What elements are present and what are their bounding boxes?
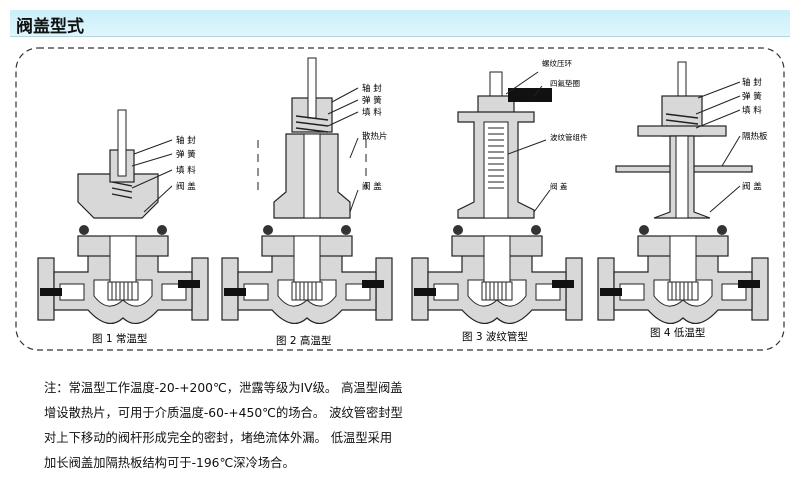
fig4-label-shaft-seal: 轴 封 — [742, 77, 762, 88]
fig3-label-bonnet: 阀 盖 — [550, 181, 568, 191]
fig4-label-insulation-plate: 隔热板 — [742, 131, 768, 142]
fig3-caption: 图 3 波纹管型 — [462, 330, 528, 343]
section-title-bar: 阀盖型式 — [10, 10, 790, 37]
fig2-label-spring: 弹 簧 — [362, 95, 382, 106]
figure-2-high-temp: 轴 封 弹 簧 填 料 散热片 阀 盖 图 2 高温型 — [221, 57, 393, 347]
fig3-label-thread-ring: 螺纹压环 — [542, 58, 572, 68]
fig1-caption: 图 1 常温型 — [92, 332, 147, 345]
valve-bonnet-diagram: 轴 封 弹 簧 填 料 阀 盖 图 1 常温型 轴 封 弹 簧 填 料 散热片 … — [15, 47, 785, 351]
fig2-caption: 图 2 高温型 — [276, 334, 331, 347]
fig4-label-packing: 填 料 — [742, 105, 762, 116]
note-text: 注：常温型工作温度-20-+200℃，泄露等级为IV级。 高温型阀盖 增设散热片… — [44, 376, 474, 476]
fig1-label-packing: 填 料 — [176, 165, 196, 176]
figure-3-bellows: 螺纹压环 四氟垫圈 波纹管组件 阀 盖 图 3 波纹管型 — [411, 58, 588, 343]
figure-1-normal-temp: 轴 封 弹 簧 填 料 阀 盖 图 1 常温型 — [37, 109, 209, 345]
fig2-label-shaft-seal: 轴 封 — [362, 83, 382, 94]
fig3-label-ptfe-washer: 四氟垫圈 — [550, 78, 580, 88]
fig1-label-spring: 弹 簧 — [176, 149, 196, 160]
section-title: 阀盖型式 — [16, 17, 84, 37]
figure-4-low-temp: 轴 封 弹 簧 填 料 隔热板 阀 盖 图 4 低温型 — [597, 61, 769, 339]
note-line-1: 注：常温型工作温度-20-+200℃，泄露等级为IV级。 高温型阀盖 — [44, 381, 403, 395]
fig4-label-bonnet: 阀 盖 — [742, 181, 762, 192]
note-line-2: 增设散热片，可用于介质温度-60-+450℃的场合。 波纹管密封型 — [44, 406, 403, 420]
diagram-frame: 轴 封 弹 簧 填 料 阀 盖 图 1 常温型 轴 封 弹 簧 填 料 散热片 … — [10, 42, 790, 355]
fig2-label-packing: 填 料 — [362, 107, 382, 118]
note-line-4: 加长阀盖加隔热板结构可于-196℃深冷场合。 — [44, 456, 295, 470]
fig3-label-bellows: 波纹管组件 — [550, 132, 588, 142]
note-line-3: 对上下移动的阀杆形成完全的密封，堵绝流体外漏。 低温型采用 — [44, 431, 393, 445]
fig4-label-spring: 弹 簧 — [742, 91, 762, 102]
fig2-label-bonnet: 阀 盖 — [362, 181, 382, 192]
fig2-label-heat-sink: 散热片 — [362, 131, 388, 142]
fig4-caption: 图 4 低温型 — [650, 326, 705, 339]
fig1-label-shaft-seal: 轴 封 — [176, 135, 196, 146]
fig1-label-bonnet: 阀 盖 — [176, 181, 196, 192]
dashed-border — [15, 47, 785, 351]
